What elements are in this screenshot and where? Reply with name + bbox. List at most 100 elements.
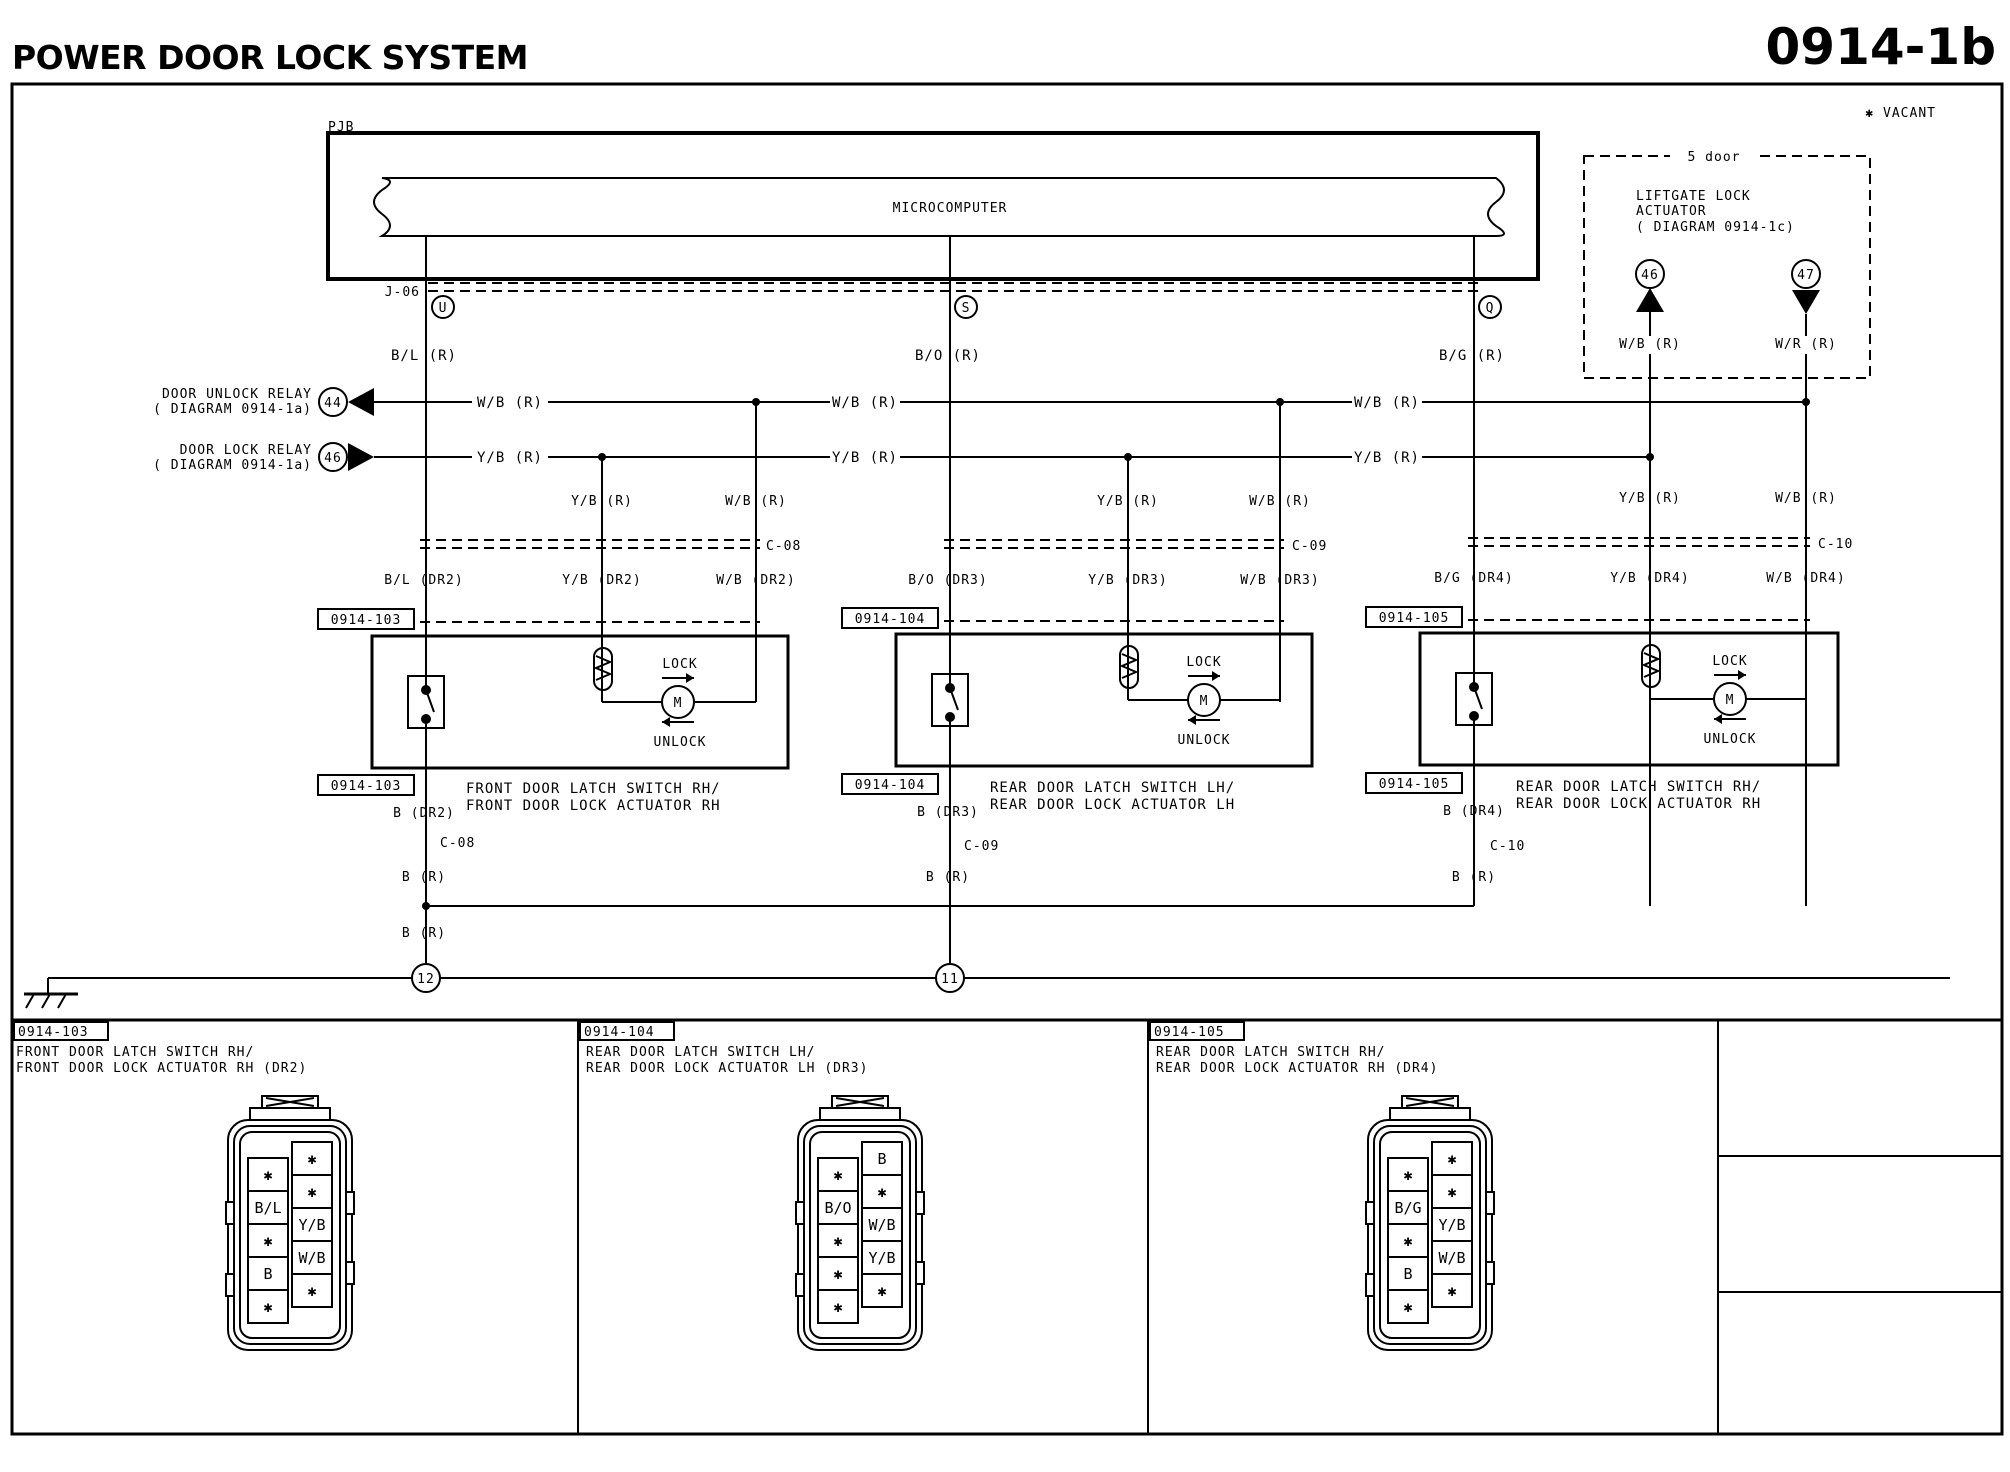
- connector-face-0914-104: ✱B/O✱✱✱B✱W/BY/B✱: [795, 1095, 925, 1351]
- door2-desc-2: REAR DOOR LOCK ACTUATOR LH: [990, 797, 1235, 813]
- door2-connector: C-09: [1292, 539, 1327, 554]
- door2-ref-bottom: 0914-104: [855, 778, 926, 793]
- door3-desc-2: REAR DOOR LOCK ACTUATOR RH: [1516, 796, 1761, 812]
- door1-desc-2: FRONT DOOR LOCK ACTUATOR RH: [466, 798, 721, 814]
- door3-connector: C-10: [1818, 537, 1853, 552]
- unlock-relay-line2: ( DIAGRAM 0914-1a): [153, 402, 312, 417]
- door2-drop-yb: Y/B (R): [1097, 494, 1159, 509]
- pjb-wire-bg: B/G (R): [1439, 348, 1505, 364]
- cv2-ref: 0914-104: [584, 1025, 655, 1040]
- diagram-code: 0914-1b: [1765, 18, 1997, 76]
- connector-pin-label: ✱: [1403, 1232, 1412, 1250]
- common-ground-wire: B (R): [402, 926, 446, 941]
- connector-pin-label: ✱: [307, 1150, 316, 1168]
- door1-wire-wb: W/B (DR2): [716, 573, 795, 588]
- unlock-relay-pin: 44: [324, 396, 342, 411]
- connector-pin-label: ✱: [833, 1166, 842, 1184]
- door3-ground-connector: C-10: [1490, 839, 1525, 854]
- connector-pin-label: ✱: [1447, 1150, 1456, 1168]
- door1-ground-wire: B (DR2): [393, 806, 455, 821]
- bus-yb-label-1: Y/B (R): [477, 450, 543, 466]
- door3-wire-yb: Y/B (DR4): [1610, 571, 1689, 586]
- door1-ref-top: 0914-103: [331, 613, 402, 628]
- lock-relay-pin: 46: [324, 451, 342, 466]
- liftgate-title-1: LIFTGATE LOCK: [1636, 189, 1751, 204]
- door2-wire-wb: W/B (DR3): [1240, 573, 1319, 588]
- bus-wb-label-3: W/B (R): [1354, 395, 1420, 411]
- connector-pin-label: B/O: [824, 1199, 851, 1217]
- liftgate-box: 5 door LIFTGATE LOCK ACTUATOR ( DIAGRAM …: [1583, 148, 1871, 379]
- cv1-line1: FRONT DOOR LATCH SWITCH RH/: [16, 1045, 254, 1060]
- door2-lock: LOCK: [1186, 655, 1221, 670]
- door3-unlock: UNLOCK: [1704, 732, 1757, 747]
- connector-pin-label: W/B: [868, 1216, 895, 1234]
- connector-pin-label: ✱: [307, 1183, 316, 1201]
- door1-drop-wb: W/B (R): [725, 494, 787, 509]
- door1-ground-connector: C-08: [440, 836, 475, 851]
- door1-wire-main: B/L (DR2): [384, 573, 463, 588]
- connector-pin-label: ✱: [263, 1298, 272, 1316]
- door2-ground-r: B (R): [926, 870, 970, 885]
- door1-unlock: UNLOCK: [654, 735, 707, 750]
- connector-pin-label: Y/B: [1438, 1216, 1465, 1234]
- bus-yb-label-2: Y/B (R): [832, 450, 898, 466]
- door2-ground-connector: C-09: [964, 839, 999, 854]
- door2-drop-wb: W/B (R): [1249, 494, 1311, 509]
- connector-pin-label: B: [263, 1265, 272, 1283]
- connector-pin-label: ✱: [1447, 1183, 1456, 1201]
- bus-yb-label-3: Y/B (R): [1354, 450, 1420, 466]
- liftgate-title-2: ACTUATOR: [1636, 204, 1707, 219]
- connector-face-0914-103: ✱B/L✱B✱✱✱Y/BW/B✱: [225, 1095, 355, 1351]
- pjb-wire-bl: B/L (R): [391, 348, 457, 364]
- microcomputer-label: MICROCOMPUTER: [893, 201, 1008, 216]
- cv3-line2: REAR DOOR LOCK ACTUATOR RH (DR4): [1156, 1061, 1438, 1076]
- door3-drop-yb: Y/B (R): [1619, 491, 1681, 506]
- cv2-line1: REAR DOOR LATCH SWITCH LH/: [586, 1045, 816, 1060]
- connector-pin-label: ✱: [1447, 1282, 1456, 1300]
- connector-pin-label: ✱: [307, 1282, 316, 1300]
- door1-wire-yb: Y/B (DR2): [562, 573, 641, 588]
- pjb-pin-u: U: [439, 301, 448, 316]
- door1-ground-r: B (R): [402, 870, 446, 885]
- pjb-pin-s: S: [962, 301, 971, 316]
- door2-ground-wire: B (DR3): [917, 805, 979, 820]
- door3-desc-1: REAR DOOR LATCH SWITCH RH/: [1516, 779, 1761, 795]
- cv3-ref: 0914-105: [1154, 1025, 1225, 1040]
- cv3-line1: REAR DOOR LATCH SWITCH RH/: [1156, 1045, 1386, 1060]
- vacant-note: ✱ VACANT: [1865, 106, 1936, 121]
- door1-ref-bottom: 0914-103: [331, 779, 402, 794]
- pjb-pin-q: Q: [1486, 301, 1495, 316]
- connector-pin-label: Y/B: [298, 1216, 325, 1234]
- svg-text:M: M: [1726, 693, 1735, 708]
- connector-pin-label: ✱: [1403, 1166, 1412, 1184]
- svg-text:M: M: [1200, 694, 1209, 709]
- svg-text:M: M: [674, 696, 683, 711]
- liftgate-wire-wr: W/R (R): [1775, 337, 1837, 352]
- connector-pin-label: W/B: [298, 1249, 325, 1267]
- bus-wb-label-2: W/B (R): [832, 395, 898, 411]
- door3-ref-bottom: 0914-105: [1379, 777, 1450, 792]
- liftgate-pin-46: 46: [1641, 268, 1659, 283]
- connector-table: 0914-103 FRONT DOOR LATCH SWITCH RH/ FRO…: [12, 1018, 2002, 1434]
- connector-pin-label: ✱: [1403, 1298, 1412, 1316]
- door1-connector: C-08: [766, 539, 801, 554]
- bus-wb-label-1: W/B (R): [477, 395, 543, 411]
- liftgate-pin-47: 47: [1797, 268, 1815, 283]
- connector-pin-label: B/G: [1394, 1199, 1421, 1217]
- connector-pin-label: ✱: [877, 1282, 886, 1300]
- door-module-rear-rh: Y/B (R) W/B (R) C-10 B/G (DR4) Y/B (DR4)…: [1365, 491, 1853, 885]
- door3-drop-wb: W/B (R): [1775, 491, 1837, 506]
- cv2-line2: REAR DOOR LOCK ACTUATOR LH (DR3): [586, 1061, 868, 1076]
- cv1-line2: FRONT DOOR LOCK ACTUATOR RH (DR2): [16, 1061, 307, 1076]
- connector-pin-label: ✱: [833, 1298, 842, 1316]
- door3-wire-wb: W/B (DR4): [1766, 571, 1845, 586]
- connector-pin-label: ✱: [877, 1183, 886, 1201]
- connector-pin-label: ✱: [833, 1232, 842, 1250]
- page-title: POWER DOOR LOCK SYSTEM: [12, 38, 529, 77]
- cv1-ref: 0914-103: [18, 1025, 89, 1040]
- pjb-box: PJB MICROCOMPUTER: [326, 120, 1540, 281]
- connector-pin-label: ✱: [833, 1265, 842, 1283]
- connector-pin-label: W/B: [1438, 1249, 1465, 1267]
- connector-pin-label: B/L: [254, 1199, 281, 1217]
